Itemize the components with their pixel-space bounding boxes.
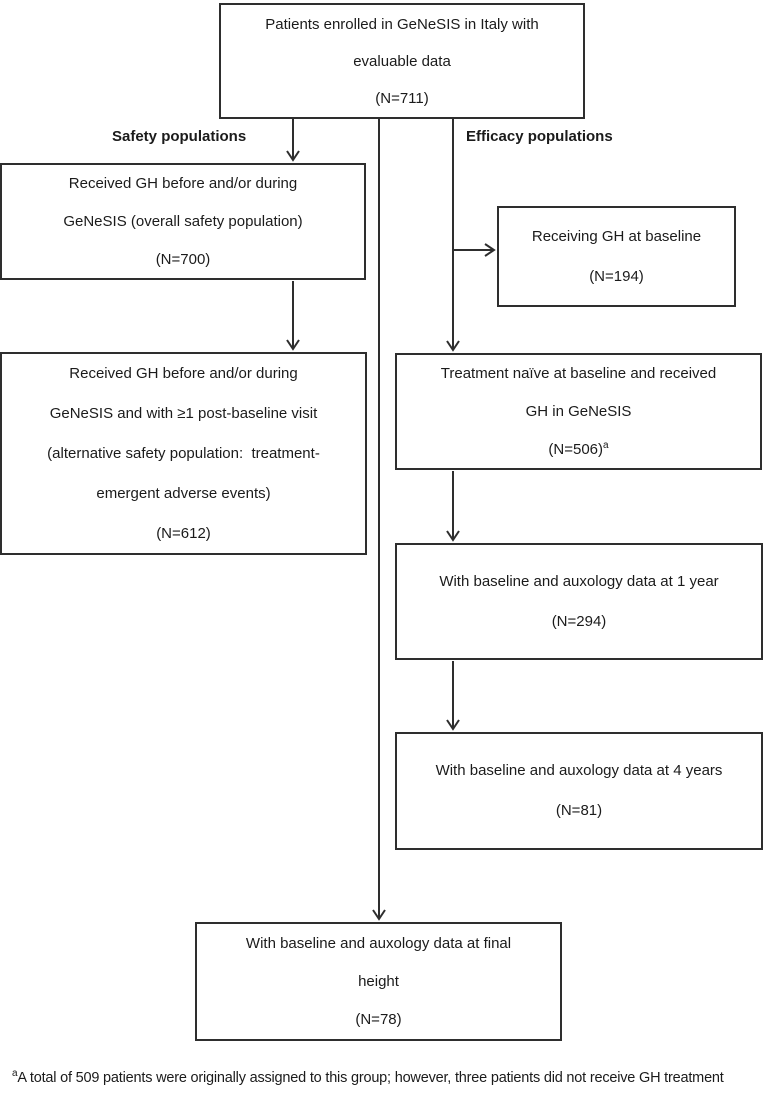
arrow-top-to-final-height (372, 119, 386, 921)
box-alt-safety-line-2: GeNeSIS and with ≥1 post-baseline visit (49, 404, 318, 422)
box-1-year-n: (N=294) (551, 612, 607, 630)
box-receiving-gh-n: (N=194) (589, 267, 644, 285)
box-enrolled-n: (N=711) (375, 89, 429, 107)
box-final-height-line-2: height (358, 972, 399, 990)
footnote-marker-superscript: a (603, 439, 609, 451)
box-alt-safety-line-1: Received GH before and/or during (69, 364, 298, 382)
footnote: aA total of 509 patients were originally… (12, 1068, 724, 1086)
box-final-height-n: (N=78) (355, 1010, 402, 1028)
box-4-years-line-1: With baseline and auxology data at 4 yea… (435, 762, 723, 779)
box-alt-safety-n: (N=612) (156, 524, 211, 542)
arrow-overall-to-alternative-safety (286, 281, 300, 351)
box-enrolled-line-2: evaluable data (353, 52, 451, 70)
box-treatment-naive-line-1: Treatment naïve at baseline and received (440, 364, 717, 382)
safety-populations-label: Safety populations (112, 128, 247, 145)
efficacy-populations-label: Efficacy populations (466, 128, 613, 145)
arrow-branch-to-receiving-gh (453, 243, 496, 257)
arrow-top-to-overall-safety (286, 119, 300, 162)
box-treatment-naive-n-value: (N=506) (548, 440, 604, 458)
box-4-years-n: (N=81) (555, 802, 603, 819)
box-1-year-line-1: With baseline and auxology data at 1 yea… (439, 572, 719, 590)
box-alt-safety-line-4: emergent adverse events) (96, 484, 271, 502)
footnote-text: A total of 509 patients were originally … (17, 1069, 724, 1086)
box-receiving-gh-baseline: Receiving GH at baseline (N=194) (497, 206, 736, 307)
box-enrolled-patients: Patients enrolled in GeNeSIS in Italy wi… (219, 3, 585, 119)
box-auxology-4-years: With baseline and auxology data at 4 yea… (395, 732, 763, 850)
box-auxology-1-year: With baseline and auxology data at 1 yea… (395, 543, 763, 660)
box-receiving-gh-line-1: Receiving GH at baseline (531, 227, 702, 245)
box-treatment-naive-n: (N=506)a (548, 431, 608, 469)
box-final-height: With baseline and auxology data at final… (195, 922, 562, 1041)
box-overall-safety-line-2: GeNeSIS (overall safety population) (63, 212, 303, 230)
footnote-marker: a (12, 1068, 18, 1079)
box-final-height-line-1: With baseline and auxology data at final (245, 934, 512, 952)
box-alt-safety-line-3: (alternative safety population: treatmen… (47, 444, 320, 462)
arrow-top-to-treatment-naive (446, 119, 460, 352)
box-overall-safety-line-1: Received GH before and/or during (68, 174, 298, 192)
box-overall-safety-n: (N=700) (155, 250, 211, 268)
box-treatment-naive-line-2: GH in GeNeSIS (525, 402, 632, 420)
box-overall-safety-population: Received GH before and/or during GeNeSIS… (0, 163, 366, 280)
box-treatment-naive: Treatment naïve at baseline and received… (395, 353, 762, 470)
arrow-1-year-to-4-years (446, 661, 460, 731)
box-alternative-safety-population: Received GH before and/or during GeNeSIS… (0, 352, 367, 555)
box-enrolled-line-1: Patients enrolled in GeNeSIS in Italy wi… (265, 15, 539, 33)
arrow-naive-to-1-year (446, 471, 460, 542)
